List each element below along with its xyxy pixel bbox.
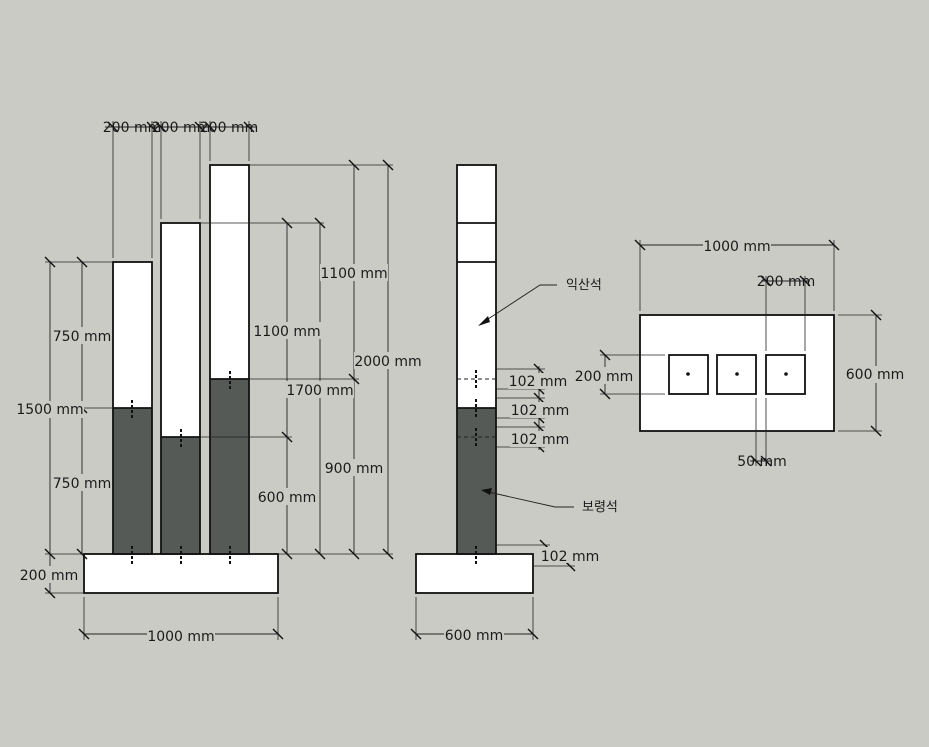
side-spacing-3: 102 mm (511, 432, 569, 448)
front-left-total-height: 1500 mm (16, 402, 83, 418)
front-right-lower-height: 900 mm (325, 461, 383, 477)
plan-slot-depth: 200 mm (575, 369, 633, 385)
front-base-width: 1000 mm (147, 629, 214, 645)
front-middle-post-lower (161, 437, 200, 554)
side-post-upper (457, 165, 496, 408)
front-right-post-upper (210, 165, 249, 379)
front-middle-upper-height: 1100 mm (253, 324, 320, 340)
front-width-right: 200 mm (200, 120, 258, 136)
side-base-spacing: 102 mm (541, 549, 599, 565)
plan-width: 1000 mm (703, 239, 770, 255)
front-middle-post-upper (161, 223, 200, 437)
plan-gap: 50 mm (737, 454, 787, 470)
front-width-middle: 200 mm (152, 120, 210, 136)
plan-depth: 600 mm (846, 367, 904, 383)
front-middle-lower-height: 600 mm (258, 490, 316, 506)
plan-dimension-labels: 1000 mm 200 mm 200 mm 600 mm 50 mm (574, 237, 906, 470)
side-spacing-2: 102 mm (511, 403, 569, 419)
front-dimension-labels: 200 mm 200 mm 200 mm 750 mm 1500 mm 750 … (16, 120, 422, 645)
front-left-post-lower (113, 408, 152, 554)
plan-slot-width: 200 mm (757, 274, 815, 290)
front-right-total-height: 2000 mm (354, 354, 421, 370)
side-post-lower (457, 408, 496, 554)
front-right-post-lower (210, 379, 249, 554)
front-view: 200 mm 200 mm 200 mm 750 mm 1500 mm 750 … (16, 120, 422, 645)
side-spacing-1: 102 mm (509, 374, 567, 390)
front-left-lower-height: 750 mm (53, 476, 111, 492)
front-left-post-upper (113, 262, 152, 408)
side-base (415, 553, 534, 594)
material-label-lower: 보령석 (582, 500, 618, 515)
front-width-left: 200 mm (103, 120, 161, 136)
material-leaders (478, 284, 574, 508)
side-view: 익산석 보령석 102 mm 102 mm 102 mm 102 mm 600 … (410, 164, 618, 644)
front-right-upper-height: 1100 mm (320, 266, 387, 282)
front-middle-total-height: 1700 mm (286, 383, 353, 399)
plan-view: 1000 mm 200 mm 200 mm 600 mm 50 mm (574, 237, 906, 470)
front-base (83, 553, 279, 594)
front-anchor-pins (131, 371, 231, 566)
side-dimension-labels: 익산석 보령석 102 mm 102 mm 102 mm 102 mm 600 … (444, 278, 618, 644)
front-left-upper-height: 750 mm (53, 329, 111, 345)
front-base-height: 200 mm (20, 568, 78, 584)
material-label-upper: 익산석 (566, 278, 602, 293)
side-base-width: 600 mm (445, 628, 503, 644)
